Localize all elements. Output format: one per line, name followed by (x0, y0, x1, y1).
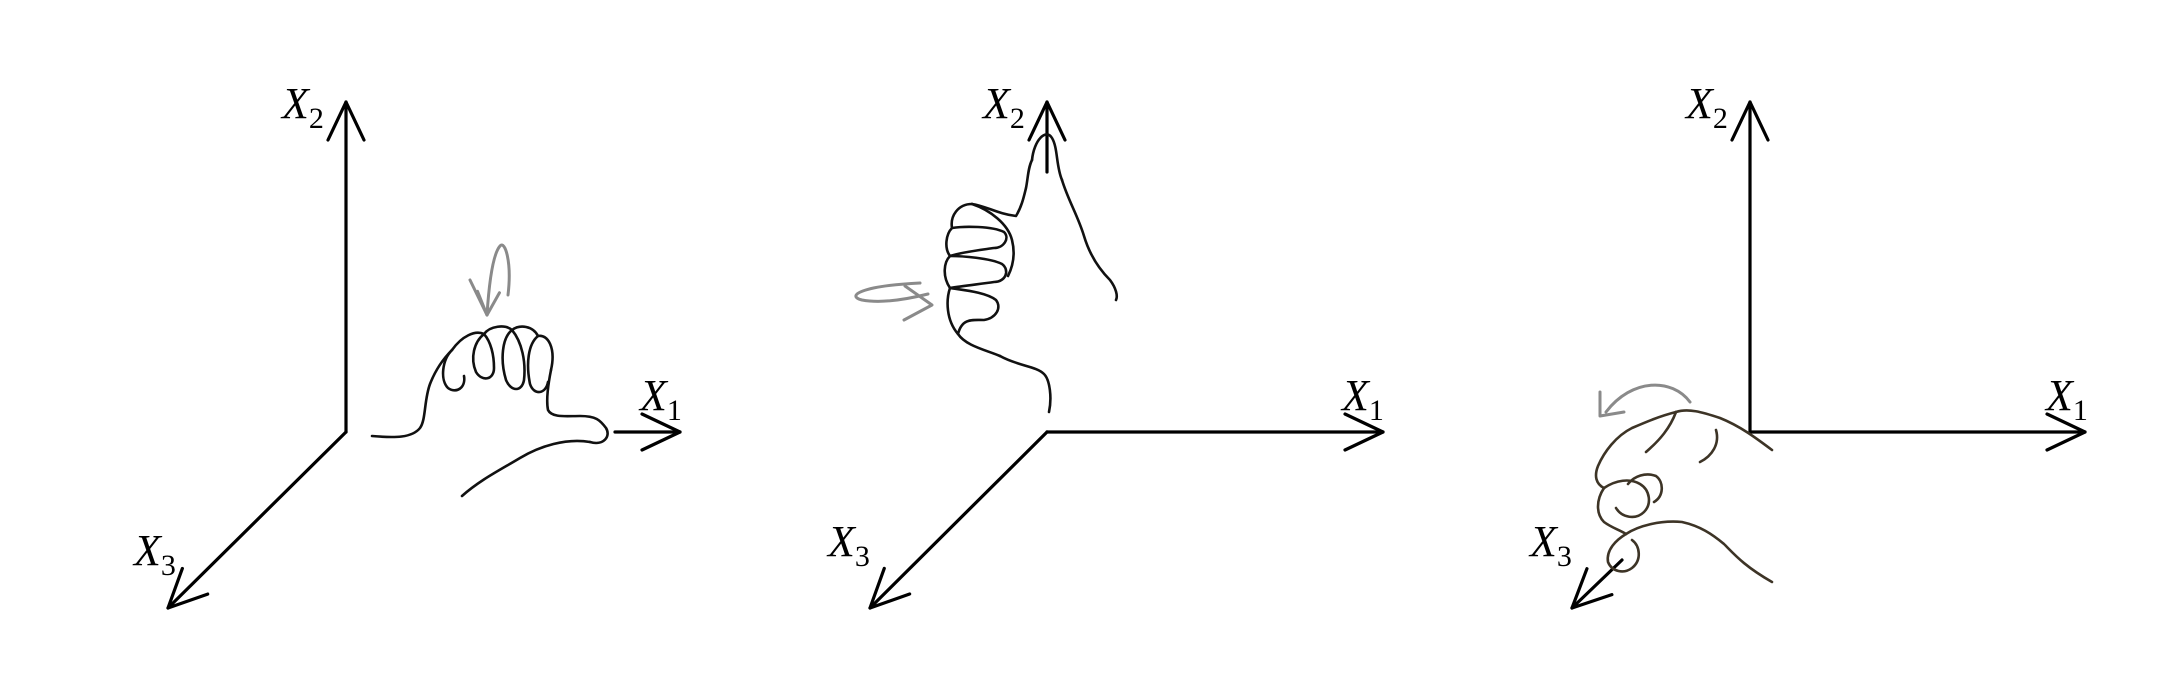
axis-x3 (1570, 558, 1624, 610)
axis-label-x2: X2 (981, 79, 1025, 135)
axis-x3 (166, 430, 348, 610)
panel-2: X2 X1 X3 (826, 79, 1385, 610)
panel-3: X2 X1 X3 (1528, 79, 2088, 610)
axis-label-x1: X1 (1340, 371, 1384, 427)
hand-icon (943, 133, 1119, 414)
axis-label-x3: X3 (826, 517, 870, 573)
axis-label-x1: X1 (2044, 371, 2088, 427)
axis-label-x1: X1 (638, 371, 682, 427)
rotation-arrow-icon (476, 243, 511, 317)
hand-icon (1594, 409, 1774, 584)
axis-label-x2: X2 (1684, 79, 1728, 135)
axis-label-x2: X2 (280, 79, 324, 135)
axis-x3 (868, 430, 1049, 610)
axis-label-x3: X3 (132, 526, 176, 582)
rotation-arrow-head (1598, 390, 1626, 418)
hand-icon (370, 325, 609, 498)
axis-label-x3: X3 (1528, 517, 1572, 573)
rotation-arrow-icon (854, 281, 930, 303)
rotation-arrow-stem (468, 278, 489, 317)
rotation-arrow-head (902, 284, 934, 322)
panel-1: X2 X1 X3 (132, 79, 682, 610)
rotation-arrow-icon (1604, 383, 1692, 414)
